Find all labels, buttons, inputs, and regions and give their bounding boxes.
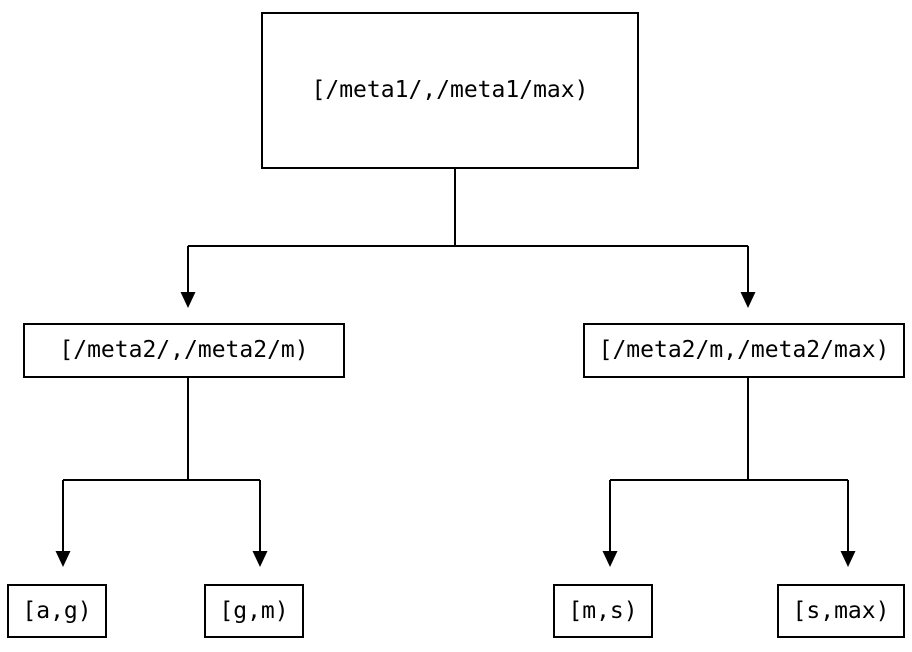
node-root-meta1-range: [/meta1/,/meta1/max) xyxy=(261,12,639,169)
arrowhead-down-icon xyxy=(602,551,618,567)
arrowhead-down-icon xyxy=(180,292,196,308)
node-leaf-a-g: [a,g) xyxy=(7,584,107,638)
arrowhead-down-icon xyxy=(252,551,268,567)
node-leaf-m-s: [m,s) xyxy=(553,584,653,638)
node-label: [/meta2/m,/meta2/max) xyxy=(598,337,890,363)
arrowhead-down-icon xyxy=(55,551,71,567)
node-meta2-low-range: [/meta2/,/meta2/m) xyxy=(23,323,345,378)
node-label: [g,m) xyxy=(219,597,289,624)
edge-root-to-level2 xyxy=(180,169,756,308)
node-label: [a,g) xyxy=(22,597,92,624)
edge-meta2low-to-leaves xyxy=(55,378,268,567)
arrowhead-down-icon xyxy=(840,551,856,567)
node-label: [s,max) xyxy=(792,597,890,624)
arrowhead-down-icon xyxy=(740,292,756,308)
node-label: [/meta2/,/meta2/m) xyxy=(59,337,309,363)
edge-meta2high-to-leaves xyxy=(602,378,856,567)
node-leaf-s-max: [s,max) xyxy=(777,584,905,638)
node-label: [m,s) xyxy=(568,597,638,624)
node-leaf-g-m: [g,m) xyxy=(204,584,304,638)
node-meta2-high-range: [/meta2/m,/meta2/max) xyxy=(583,323,905,378)
node-label: [/meta1/,/meta1/max) xyxy=(311,77,589,103)
